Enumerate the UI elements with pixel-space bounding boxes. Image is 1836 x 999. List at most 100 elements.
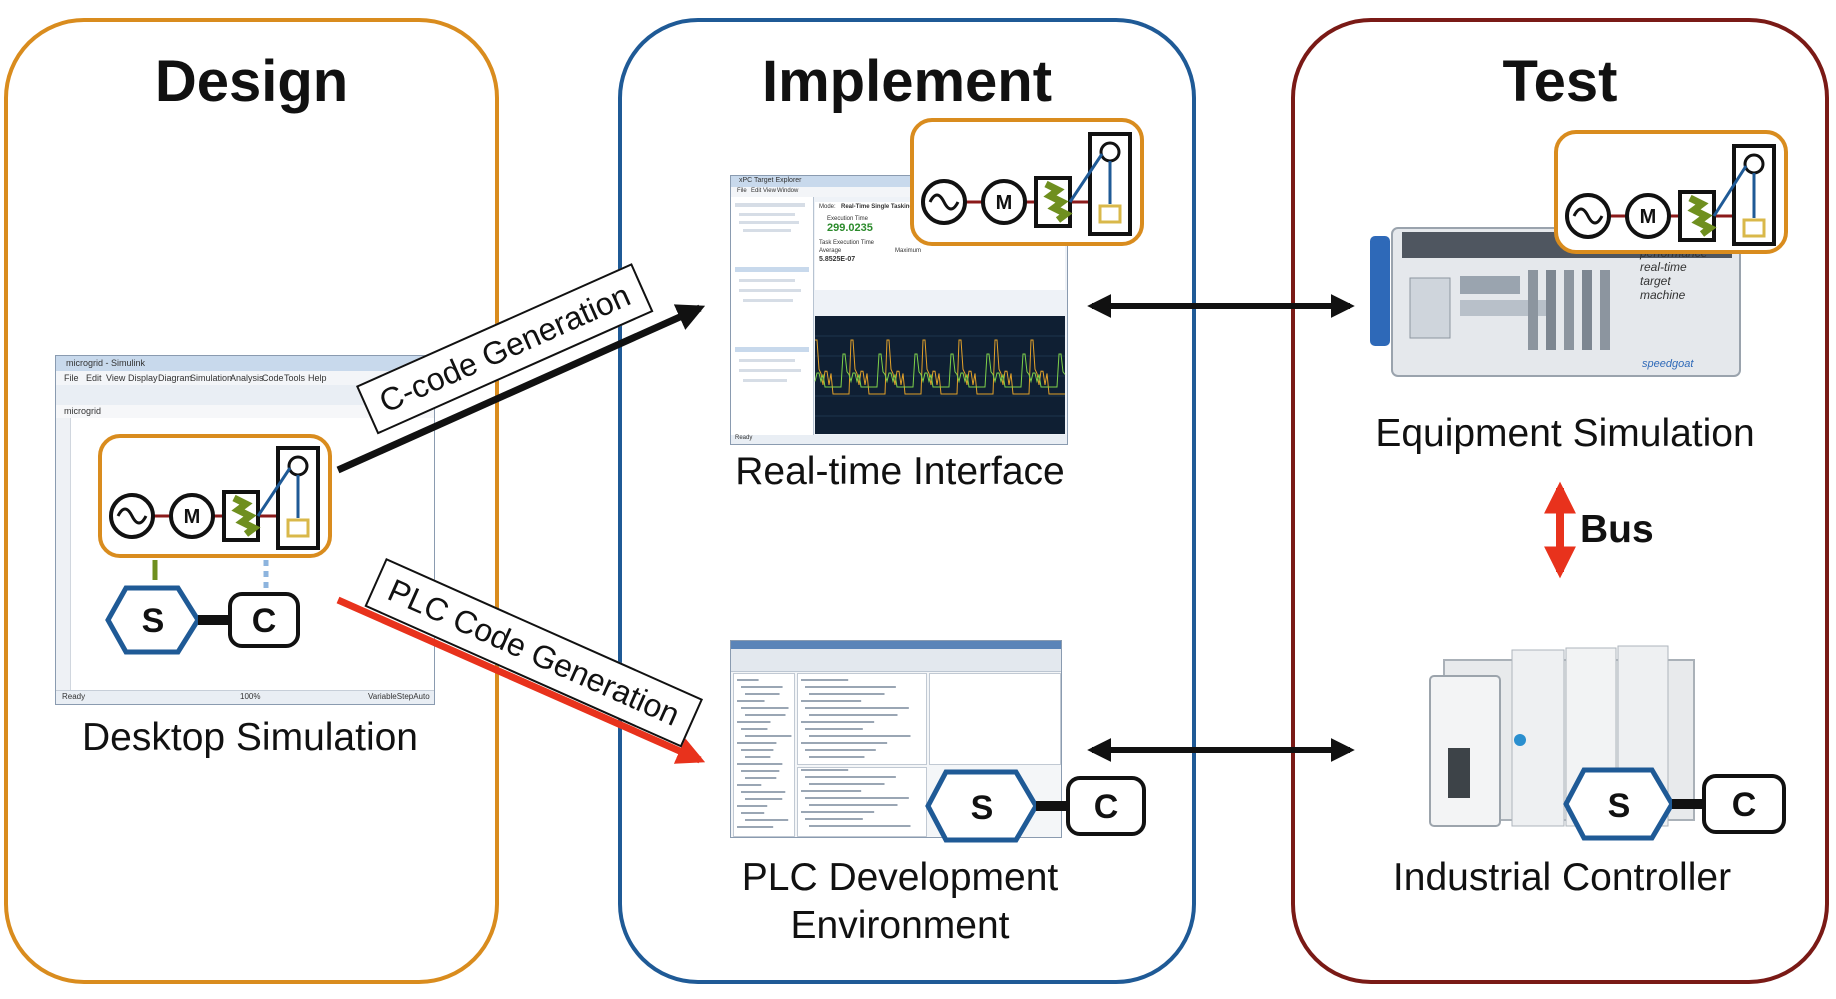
- xpc-avg-label: Average: [819, 248, 842, 254]
- implement-model-group: M: [910, 118, 1144, 246]
- simulink-menu-diagram[interactable]: Diagram: [158, 373, 193, 383]
- simulink-menu-tools[interactable]: Tools: [284, 373, 306, 383]
- plc-code-arrow: [336, 596, 706, 764]
- simulink-menu-simulation[interactable]: Simulation: [190, 373, 233, 383]
- plc-code-line: [737, 784, 762, 786]
- simulink-menu-edit[interactable]: Edit: [86, 373, 102, 383]
- industrial-controller-caption: Industrial Controller: [1392, 856, 1732, 899]
- xpc-exec-label: Execution Time: [827, 216, 869, 222]
- test-panel: Test: [1291, 18, 1829, 984]
- simulink-side-palette: [56, 418, 71, 692]
- implement-sc-group: S C: [925, 769, 1146, 843]
- implement-title: Implement: [761, 49, 1053, 114]
- xpc-menu-view[interactable]: View: [763, 188, 776, 194]
- xpc-status: Ready: [735, 435, 753, 441]
- design-model-group: M: [98, 434, 332, 558]
- plc-code-line: [801, 811, 875, 813]
- svg-text:C: C: [1732, 786, 1757, 824]
- xpc-title: xPC Target Explorer: [739, 177, 802, 184]
- plc-code-line: [809, 756, 865, 758]
- implement-panel: Implement: [618, 18, 1196, 984]
- plc-code-line: [801, 700, 862, 702]
- design-sc-group: S C: [105, 585, 300, 655]
- xpc-scope-plot: [814, 335, 1066, 417]
- plc-code-line: [801, 769, 849, 771]
- plc-code-line: [805, 749, 876, 751]
- simulink-menu-file[interactable]: File: [64, 373, 79, 383]
- plc-code-line: [801, 742, 888, 744]
- s-hexagon-icon: [105, 585, 201, 655]
- simulink-menu-display[interactable]: Display: [128, 373, 158, 383]
- simulink-title: microgrid - Simulink: [66, 358, 146, 368]
- simulink-menu-view[interactable]: View: [106, 373, 126, 383]
- plc-dev-env-caption-line1: PLC Development: [741, 856, 1059, 899]
- simulink-menubar: File Edit View Display Diagram Simulatio…: [56, 371, 434, 385]
- plc-code-line: [805, 707, 909, 709]
- plc-code-line: [737, 763, 783, 765]
- xpc-tet-label: Task Execution Time: [819, 240, 875, 246]
- plc-code-line: [737, 721, 771, 723]
- simulink-status-mid: 100%: [240, 692, 261, 701]
- plc-ladder-view: [929, 673, 1061, 765]
- plc-code-line: [805, 797, 909, 799]
- simulink-statusbar: Ready 100% VariableStepAuto: [56, 690, 434, 704]
- plc-code-line: [737, 679, 759, 681]
- plc-code-line: [741, 686, 783, 688]
- equipment-simulation-caption: Equipment Simulation: [1375, 412, 1755, 455]
- plc-dev-env-caption-line2: Environment: [790, 904, 1010, 947]
- plc-code-line: [801, 679, 849, 681]
- plc-code-line: [809, 783, 885, 785]
- xpc-menu-file[interactable]: File: [737, 188, 747, 194]
- plc-code-line: [737, 826, 774, 828]
- plc-code-line: [745, 777, 777, 779]
- xpc-mode-label: Mode:: [819, 204, 836, 210]
- xpc-menu-window[interactable]: Window: [777, 188, 799, 194]
- svg-text:S: S: [142, 602, 165, 640]
- plc-code-lines: [737, 679, 911, 828]
- plc-code-line: [745, 693, 780, 695]
- svg-text:C: C: [252, 602, 277, 640]
- plc-code-line: [801, 721, 875, 723]
- xpc-scope-panel: [814, 316, 1066, 434]
- xpc-left-tree: [731, 197, 814, 435]
- plc-code-line: [737, 805, 768, 807]
- plc-code-line: [745, 756, 771, 758]
- plc-toolbar: [731, 649, 1061, 672]
- plc-code-line: [809, 804, 898, 806]
- c-code-arrow: [336, 304, 706, 474]
- design-panel: Design: [4, 18, 499, 984]
- plc-code-line: [801, 790, 862, 792]
- plc-code-line: [805, 728, 863, 730]
- test-model-group: M: [1554, 130, 1788, 254]
- plc-code-line: [809, 693, 885, 695]
- plc-code-line: [737, 742, 777, 744]
- plc-code-line: [745, 735, 792, 737]
- plc-code-line: [745, 819, 789, 821]
- simulink-menu-code[interactable]: Code: [262, 373, 284, 383]
- svg-text:S: S: [971, 789, 994, 827]
- plc-ide-window: [730, 640, 1062, 838]
- plc-code-line: [741, 728, 768, 730]
- xpc-max-label: Maximum: [895, 248, 922, 254]
- plc-code-line: [737, 700, 765, 702]
- plc-code-line: [805, 776, 896, 778]
- simulink-menu-help[interactable]: Help: [308, 373, 327, 383]
- simulink-tab[interactable]: microgrid: [64, 406, 102, 416]
- test-sc-group: S C: [1563, 767, 1786, 841]
- plc-code-line: [809, 825, 911, 827]
- simulink-menu-analysis[interactable]: Analysis: [230, 373, 264, 383]
- plc-code-line: [809, 714, 898, 716]
- plc-code-line: [745, 714, 786, 716]
- motor-label: M: [184, 506, 201, 528]
- svg-text:M: M: [996, 192, 1013, 214]
- test-title: Test: [1502, 49, 1618, 114]
- plc-titlebar: [731, 641, 1061, 649]
- xpc-titlebar: xPC Target Explorer: [731, 176, 1067, 187]
- speedgoat-tagline-4: machine: [1640, 288, 1686, 302]
- xpc-menu-edit[interactable]: Edit: [751, 188, 762, 194]
- plc-code-line: [741, 707, 789, 709]
- model-border: [98, 434, 332, 558]
- speedgoat-brand: speedgoat: [1642, 358, 1694, 370]
- plc-code-line: [741, 749, 774, 751]
